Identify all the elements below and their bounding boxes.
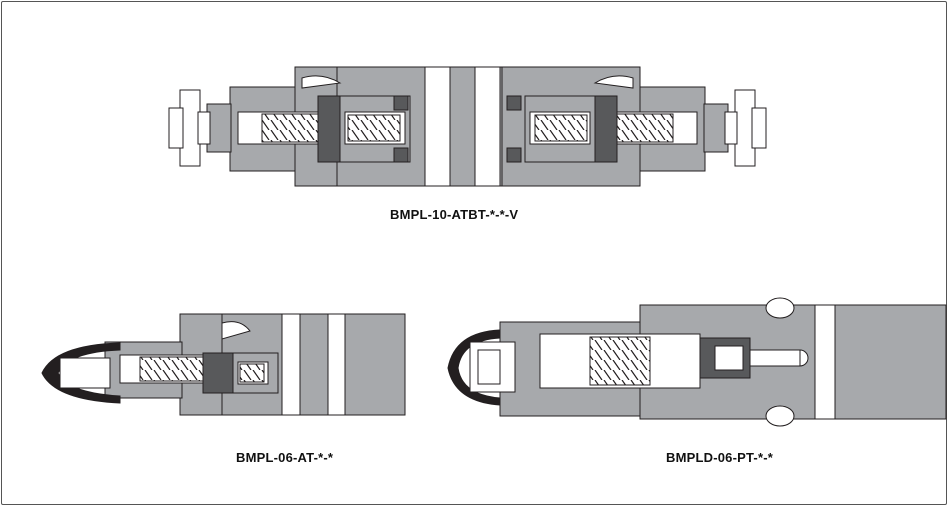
valve-bmpld-06-pt — [447, 297, 947, 427]
caption-top-valve: BMPL-10-ATBT-*-*-V — [390, 207, 519, 222]
caption-bottom-right-valve: BMPLD-06-PT-*-* — [666, 450, 774, 465]
valve-bmpl-06-at — [41, 313, 406, 416]
caption-bottom-left-valve: BMPL-06-AT-*-* — [236, 450, 334, 465]
valve-bmpl-10-atbt — [168, 66, 767, 187]
